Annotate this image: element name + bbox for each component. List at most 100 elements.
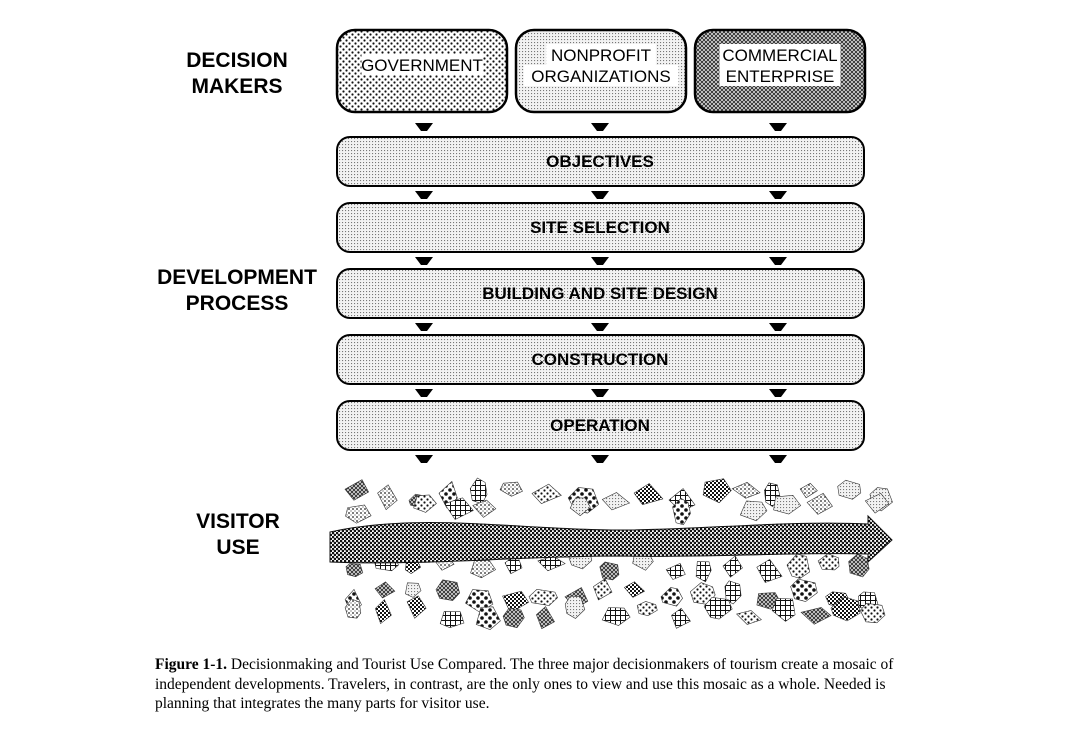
development-patch — [703, 596, 733, 620]
development-patch — [786, 553, 811, 579]
decision-maker-label: ENTERPRISE — [726, 67, 835, 86]
development-patch — [702, 478, 732, 504]
development-patch — [528, 588, 558, 606]
development-patch — [660, 587, 683, 607]
process-step-label: OBJECTIVES — [546, 152, 654, 171]
development-patch — [531, 483, 562, 504]
decision-maker-label: ORGANIZATIONS — [531, 67, 670, 86]
process-step-box — [336, 136, 865, 187]
flow-arrow — [415, 191, 433, 199]
development-patch — [470, 559, 497, 579]
decision-maker-label: NONPROFIT — [551, 46, 651, 65]
process-step-label: OPERATION — [550, 416, 650, 435]
development-patch — [345, 563, 364, 578]
development-patch — [859, 602, 886, 624]
decision-maker-nonprofit-organizations: NONPROFIT ORGANIZATIONS — [514, 28, 688, 114]
decision-flow-diagram: GOVERNMENT NONPROFIT ORGANIZATIONS COMMERCI… — [329, 28, 893, 630]
development-patch — [344, 479, 370, 501]
development-patch — [799, 482, 818, 499]
process-step-box — [336, 268, 865, 319]
development-patch — [864, 493, 890, 514]
flow-arrow — [415, 389, 433, 397]
development-patch — [736, 610, 762, 625]
label-background — [523, 65, 679, 86]
process-step-objectives: OBJECTIVES — [336, 136, 865, 187]
flow-arrow — [415, 323, 433, 331]
development-patch — [601, 607, 631, 626]
figure-caption: Figure 1-1. Decisionmaking and Tourist U… — [155, 655, 900, 714]
development-patch — [435, 579, 460, 601]
development-patch — [444, 497, 474, 520]
flow-arrow — [415, 455, 433, 463]
development-patch — [537, 555, 566, 572]
development-patch — [800, 607, 832, 625]
flow-arrow — [769, 323, 787, 331]
development-patch — [499, 481, 523, 497]
development-patch — [817, 553, 840, 571]
development-patch — [374, 599, 392, 625]
decision-maker-label: GOVERNMENT — [361, 56, 483, 75]
flow-arrow — [415, 123, 433, 131]
development-patch — [837, 479, 862, 500]
process-step-label: CONSTRUCTION — [532, 350, 669, 369]
development-patch — [731, 482, 761, 499]
development-patch — [722, 555, 743, 578]
flow-arrow — [769, 191, 787, 199]
caption-text: Decisionmaking and Tourist Use Compared.… — [155, 656, 894, 712]
process-step-box — [336, 334, 865, 385]
label-background — [719, 65, 841, 86]
flow-arrow — [769, 455, 787, 463]
development-patch — [599, 561, 620, 581]
development-patch — [502, 607, 525, 629]
development-patch — [790, 578, 818, 602]
development-patch — [636, 601, 658, 617]
decision-makers-label: DECISION MAKERS — [186, 49, 288, 98]
development-patch — [439, 611, 465, 629]
development-patch — [475, 606, 501, 630]
development-patch — [469, 477, 488, 505]
development-patch — [406, 595, 427, 619]
development-patch — [405, 582, 422, 598]
decision-maker-commercial-enterprise: COMMERCIAL ENTERPRISE — [693, 28, 867, 114]
development-patch — [569, 497, 591, 517]
development-patch — [564, 595, 586, 619]
label-background — [719, 44, 841, 65]
label-background — [361, 54, 483, 75]
development-patch — [671, 607, 691, 629]
flow-arrow — [415, 257, 433, 265]
decision-maker-government: GOVERNMENT — [335, 28, 509, 114]
development-patch — [724, 580, 742, 605]
development-patch — [695, 561, 712, 583]
process-step-box — [336, 400, 865, 451]
flow-arrow — [591, 191, 609, 199]
figure-label: Figure 1-1. — [155, 656, 228, 673]
flow-arrow — [591, 455, 609, 463]
decision-maker-label: COMMERCIAL — [722, 46, 837, 65]
development-patch — [756, 559, 783, 583]
process-step-label: SITE SELECTION — [530, 218, 670, 237]
development-patch — [413, 494, 437, 513]
process-step-building-and-site-design: BUILDING AND SITE DESIGN — [336, 268, 865, 319]
development-patch — [472, 499, 497, 518]
development-patch — [377, 484, 398, 511]
flow-arrow — [769, 389, 787, 397]
development-patch — [633, 483, 664, 505]
label-background — [546, 44, 656, 65]
development-patch — [536, 606, 555, 630]
flow-arrow — [591, 323, 609, 331]
development-patch — [848, 553, 870, 578]
development-patch — [601, 492, 631, 511]
flow-arrow — [769, 257, 787, 265]
development-patch — [672, 497, 691, 526]
process-step-construction: CONSTRUCTION — [336, 334, 865, 385]
process-step-operation: OPERATION — [336, 400, 865, 451]
visitor-use-path — [329, 514, 893, 564]
process-step-label: BUILDING AND SITE DESIGN — [482, 284, 718, 303]
development-patch — [739, 500, 768, 522]
process-step-site-selection: SITE SELECTION — [336, 202, 865, 253]
visitor-use-label: VISITOR USE — [196, 510, 280, 559]
development-patch — [374, 581, 396, 599]
development-patch — [830, 596, 861, 622]
development-patch — [344, 598, 362, 619]
development-patch — [773, 494, 802, 515]
